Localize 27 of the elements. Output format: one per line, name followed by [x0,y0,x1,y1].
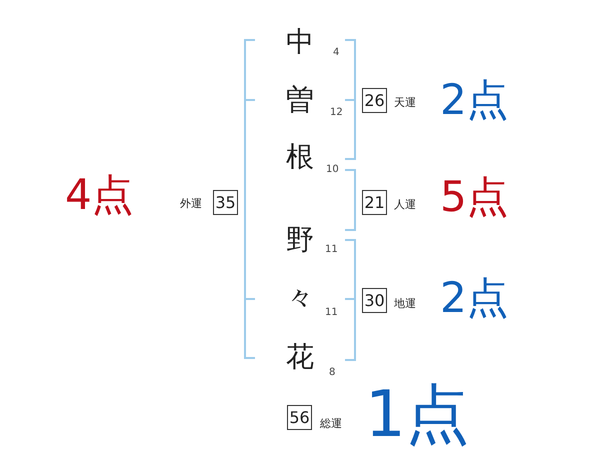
score-text: 4点 [65,174,134,216]
stroke-count: 4 [333,48,340,58]
total-box: 30 [362,288,387,313]
fortune-label: 外運 [180,198,202,208]
name-character: 中 [286,28,314,56]
fortune-label: 人運 [394,198,416,210]
stroke-count: 10 [326,165,339,175]
name-character: 野 [286,226,314,254]
total-box: 26 [362,88,387,113]
name-character: 曽 [286,86,314,114]
fortune-label: 天運 [394,96,416,108]
stroke-count: 8 [329,368,336,378]
total-box: 56 [287,405,312,430]
score-text: 2点 [440,277,509,319]
name-character: 々 [286,284,314,312]
fortune-label: 総運 [320,418,342,428]
name-character: 花 [286,343,314,371]
score-text: 2点 [440,79,509,121]
score-text: 1点 [365,383,470,447]
stroke-count: 11 [325,308,338,318]
stroke-count: 11 [325,245,338,255]
name-character: 根 [286,143,314,171]
total-box: 21 [362,190,387,215]
fortune-label: 地運 [394,298,416,308]
score-text: 5点 [440,176,509,218]
stroke-count: 12 [330,108,343,118]
total-box: 35 [213,190,238,215]
